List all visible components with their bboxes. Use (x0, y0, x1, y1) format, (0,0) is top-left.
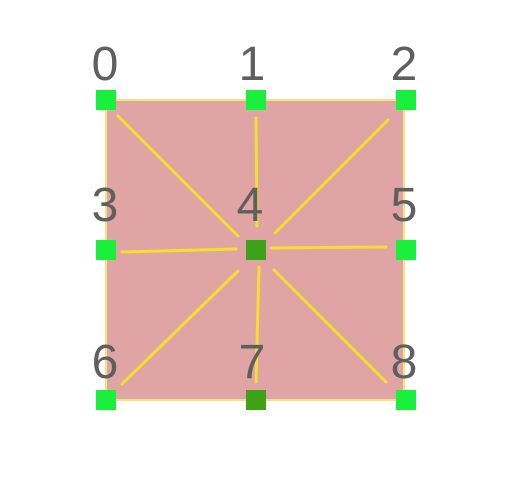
vertex-marker-8[interactable] (396, 390, 416, 410)
spoke-3 (120, 247, 238, 254)
vertex-label-8: 8 (391, 336, 418, 389)
vertex-marker-0[interactable] (96, 90, 116, 110)
vertex-marker-4[interactable] (246, 240, 266, 260)
spoke-5 (269, 245, 388, 250)
vertex-markers (96, 90, 416, 410)
vertex-marker-6[interactable] (96, 390, 116, 410)
spoke-1 (254, 116, 259, 228)
spokes (116, 114, 390, 386)
spoke-6 (120, 269, 240, 386)
vertex-marker-7[interactable] (246, 390, 266, 410)
vertex-label-3: 3 (92, 179, 119, 232)
vertex-label-6: 6 (92, 336, 119, 389)
vertex-marker-2[interactable] (396, 90, 416, 110)
vertex-label-5: 5 (391, 179, 418, 232)
vertex-label-0: 0 (92, 38, 119, 91)
vertex-marker-5[interactable] (396, 240, 416, 260)
vertex-label-7: 7 (239, 336, 266, 389)
spoke-2 (273, 118, 390, 235)
vertex-labels: 0 1 2 3 4 5 6 7 8 (92, 38, 418, 389)
vertex-label-4: 4 (237, 179, 264, 232)
spoke-8 (272, 268, 388, 384)
vertex-marker-3[interactable] (96, 240, 116, 260)
vertex-marker-1[interactable] (246, 90, 266, 110)
spoke-0 (116, 114, 240, 238)
vertex-label-1: 1 (239, 38, 266, 91)
vertex-label-2: 2 (391, 38, 418, 91)
spoke-7 (254, 265, 261, 384)
